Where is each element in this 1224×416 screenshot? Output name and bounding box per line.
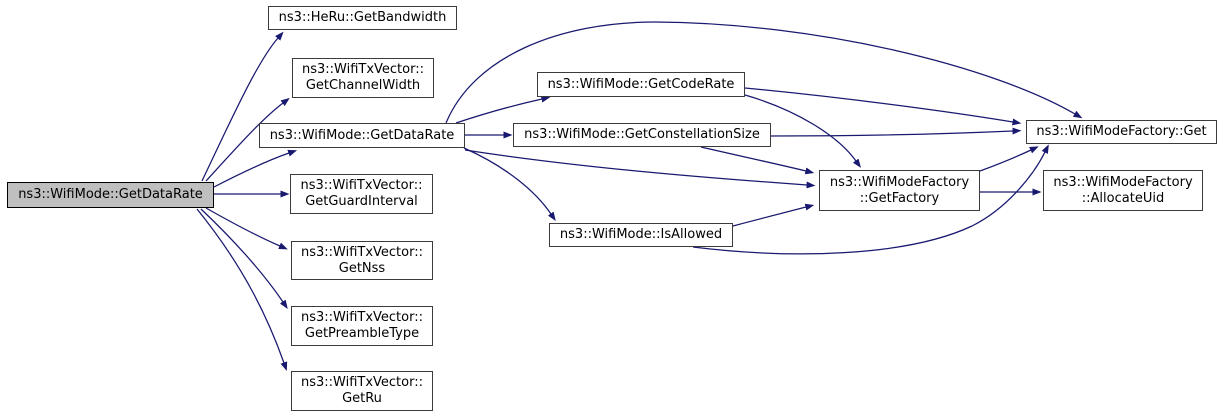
graph-node-isallowed[interactable]: ns3::WifiMode::IsAllowed (549, 223, 733, 247)
graph-node-constellation[interactable]: ns3::WifiMode::GetConstellationSize (513, 123, 771, 147)
graph-node-label: GetGuardInterval (305, 194, 418, 209)
graph-node-get[interactable]: ns3::WifiModeFactory::Get (1026, 120, 1217, 144)
call-edge-src-to-nss (205, 207, 288, 250)
call-edge-isallowed-to-getfactory (732, 203, 815, 227)
graph-node-label: ns3::HeRu::GetBandwidth (278, 10, 447, 25)
graph-node-getfactory[interactable]: ns3::WifiModeFactory::GetFactory (819, 170, 980, 211)
graph-node-label: ns3::WifiMode::GetDataRate (18, 187, 203, 202)
graph-node-src[interactable]: ns3::WifiMode::GetDataRate (7, 182, 214, 208)
call-edge-getfactory-to-get (979, 146, 1039, 172)
graph-node-label: ns3::WifiTxVector:: (300, 178, 423, 193)
call-edge-isallowed-to-get (692, 144, 1049, 255)
graph-node-coderate[interactable]: ns3::WifiMode::GetCodeRate (537, 72, 745, 97)
graph-node-label: ns3::WifiMode::IsAllowed (559, 227, 723, 242)
graph-node-label: ns3::WifiMode::GetCodeRate (547, 76, 735, 92)
call-edge-getdatarate2-to-coderate (455, 95, 551, 124)
graph-node-guardinterval[interactable]: ns3::WifiTxVector::GetGuardInterval (290, 174, 433, 214)
call-edge-coderate-to-getfactory (744, 94, 861, 168)
graph-node-nss[interactable]: ns3::WifiTxVector::GetNss (291, 241, 433, 280)
graph-node-label: ns3::WifiModeFactory::Get (1036, 124, 1207, 139)
call-edge-coderate-to-get (744, 87, 1022, 126)
graph-node-label: GetNss (338, 260, 386, 276)
graph-node-label: ns3::WifiTxVector:: (300, 375, 423, 390)
graph-node-label: ns3::WifiTxVector:: (300, 244, 423, 260)
graph-node-label: ::GetFactory (859, 190, 940, 206)
graph-node-label: ns3::WifiModeFactory (1053, 174, 1193, 190)
graph-node-label: GetPreambleType (304, 326, 420, 341)
call-edge-getdatarate2-to-getfactory (464, 149, 816, 189)
graph-node-label: ns3::WifiTxVector:: (300, 310, 423, 325)
graph-node-preambletype[interactable]: ns3::WifiTxVector::GetPreambleType (291, 306, 433, 346)
call-edge-src-to-bandwidth (201, 31, 284, 182)
call-edge-getdatarate2-to-get (445, 21, 1083, 124)
graph-node-label: ::AllocateUid (1081, 190, 1165, 206)
graph-node-channelwidth[interactable]: ns3::WifiTxVector::GetChannelWidth (292, 58, 434, 98)
call-edge-src-to-channelwidth (205, 97, 290, 182)
call-edge-getdatarate2-to-isallowed (463, 147, 556, 222)
call-edge-constellation-to-getfactory (700, 146, 815, 175)
graph-node-allocateuid[interactable]: ns3::WifiModeFactory::AllocateUid (1043, 170, 1203, 211)
graph-node-label: ns3::WifiModeFactory (829, 174, 970, 190)
call-edge-src-to-preambletype (200, 208, 288, 310)
graph-node-getdatarate2[interactable]: ns3::WifiMode::GetDataRate (259, 123, 465, 148)
call-edge-src-to-ru (196, 208, 288, 372)
graph-node-ru[interactable]: ns3::WifiTxVector::GetRu (291, 371, 433, 411)
graph-node-label: ns3::WifiMode::GetConstellationSize (524, 127, 760, 142)
graph-node-label: GetChannelWidth (305, 78, 421, 93)
graph-node-label: ns3::WifiTxVector:: (301, 62, 424, 77)
graph-node-label: GetRu (342, 391, 382, 406)
graph-node-label: ns3::WifiMode::GetDataRate (269, 127, 455, 143)
graph-node-bandwidth[interactable]: ns3::HeRu::GetBandwidth (268, 6, 457, 30)
call-edge-src-to-getdatarate2 (213, 149, 298, 188)
call-edge-constellation-to-get (770, 127, 1022, 137)
